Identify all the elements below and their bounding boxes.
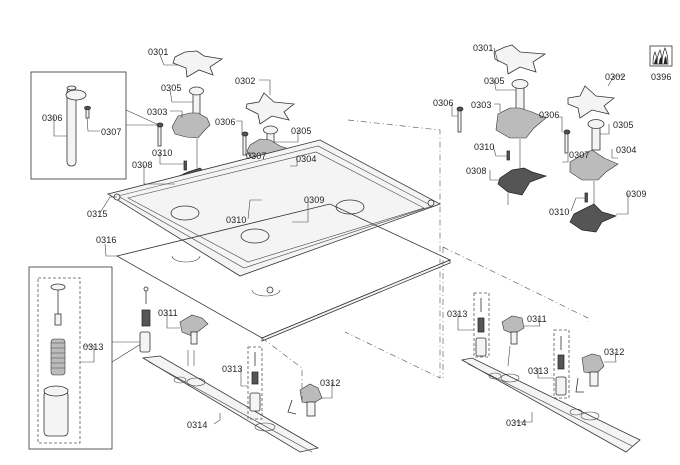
label-0307-right: 0307 [569,150,590,160]
label-0301-right: 0301 [473,43,494,53]
label-0310-right-b: 0310 [549,207,570,217]
hob-base-plate-0316 [115,203,451,342]
inset-box-0313 [28,266,145,450]
label-0309-right: 0309 [626,189,647,199]
thermocouple-0306-right-a [456,106,464,133]
label-0305-left-b: 0305 [291,126,312,136]
label-0312-left: 0312 [320,378,341,388]
thermocouple-0306-right-b [563,129,571,154]
gas-rail-0314-left [141,355,320,453]
burner-base-0308-right [497,139,548,205]
label-0310-right-a: 0310 [474,142,495,152]
label-0307-left-b: 0307 [246,151,267,161]
burner-cap-0301-right [493,44,547,75]
label-0312-right: 0312 [604,347,625,357]
label-0302-right: 0302 [605,72,626,82]
label-0310-left-a: 0310 [152,148,173,158]
burner-crown-0303-left [171,112,211,139]
label-0305-right-a: 0305 [484,76,505,86]
burner-cap-0302-right [567,85,616,119]
label-0307-inset: 0307 [101,127,122,137]
screw-0310-right-b [584,192,588,203]
label-0316: 0316 [96,235,117,245]
label-0301-left: 0301 [148,47,169,57]
label-0313-right-a: 0313 [447,309,468,319]
label-0304-right: 0304 [616,145,637,155]
label-0303-right: 0303 [471,100,492,110]
screw-0310-left-a [183,160,187,171]
dashdot-guide-right [442,246,589,378]
gas-flame-icon [649,45,673,67]
hob-top-plate-0315 [106,139,441,294]
label-0313-inset: 0313 [83,342,104,352]
label-0308-left: 0308 [132,160,153,170]
thermocouple-0306-left-b [241,131,249,156]
label-0302-left: 0302 [235,76,256,86]
valve-kit-left [139,286,209,366]
burner-crown-0304-right [569,149,619,181]
label-0309-left: 0309 [304,195,325,205]
injector-0305-left-a [189,86,204,115]
label-0313-left-b: 0313 [222,364,243,374]
label-0303-left: 0303 [147,107,168,117]
label-0313-right-b: 0313 [528,366,549,376]
burner-cap-0301-left [172,50,224,78]
label-0314-right: 0314 [506,418,527,428]
label-0311-right: 0311 [527,314,547,324]
burner-base-0309-right [569,181,618,233]
label-0396: 0396 [651,72,672,82]
label-0306-inset: 0306 [42,113,63,123]
label-0305-right-b: 0305 [613,120,634,130]
leader-lines [53,47,629,425]
thermocouple-small-left [156,122,164,147]
label-0310-left-b: 0310 [226,215,247,225]
label-0311-left: 0311 [158,308,178,318]
label-0305-left-a: 0305 [161,83,182,93]
label-0306-right-b: 0306 [539,110,560,120]
injector-0305-right-a [511,79,529,111]
label-0306-right-a: 0306 [433,98,454,108]
label-0315: 0315 [87,209,108,219]
inset-box-0306 [30,71,160,180]
injector-0305-right-b [587,119,605,151]
label-0306-left-b: 0306 [215,117,236,127]
label-0308-right: 0308 [466,166,487,176]
label-0304-left: 0304 [296,154,317,164]
valve-kit-right [473,292,605,399]
burner-cap-0302-left [245,92,296,125]
screw-0310-right-a [506,150,510,161]
gas-rail-0314-right [460,357,641,453]
dashdot-guide-middle [344,119,441,379]
label-0314-left: 0314 [187,420,208,430]
burner-crown-0303-right [495,107,547,139]
